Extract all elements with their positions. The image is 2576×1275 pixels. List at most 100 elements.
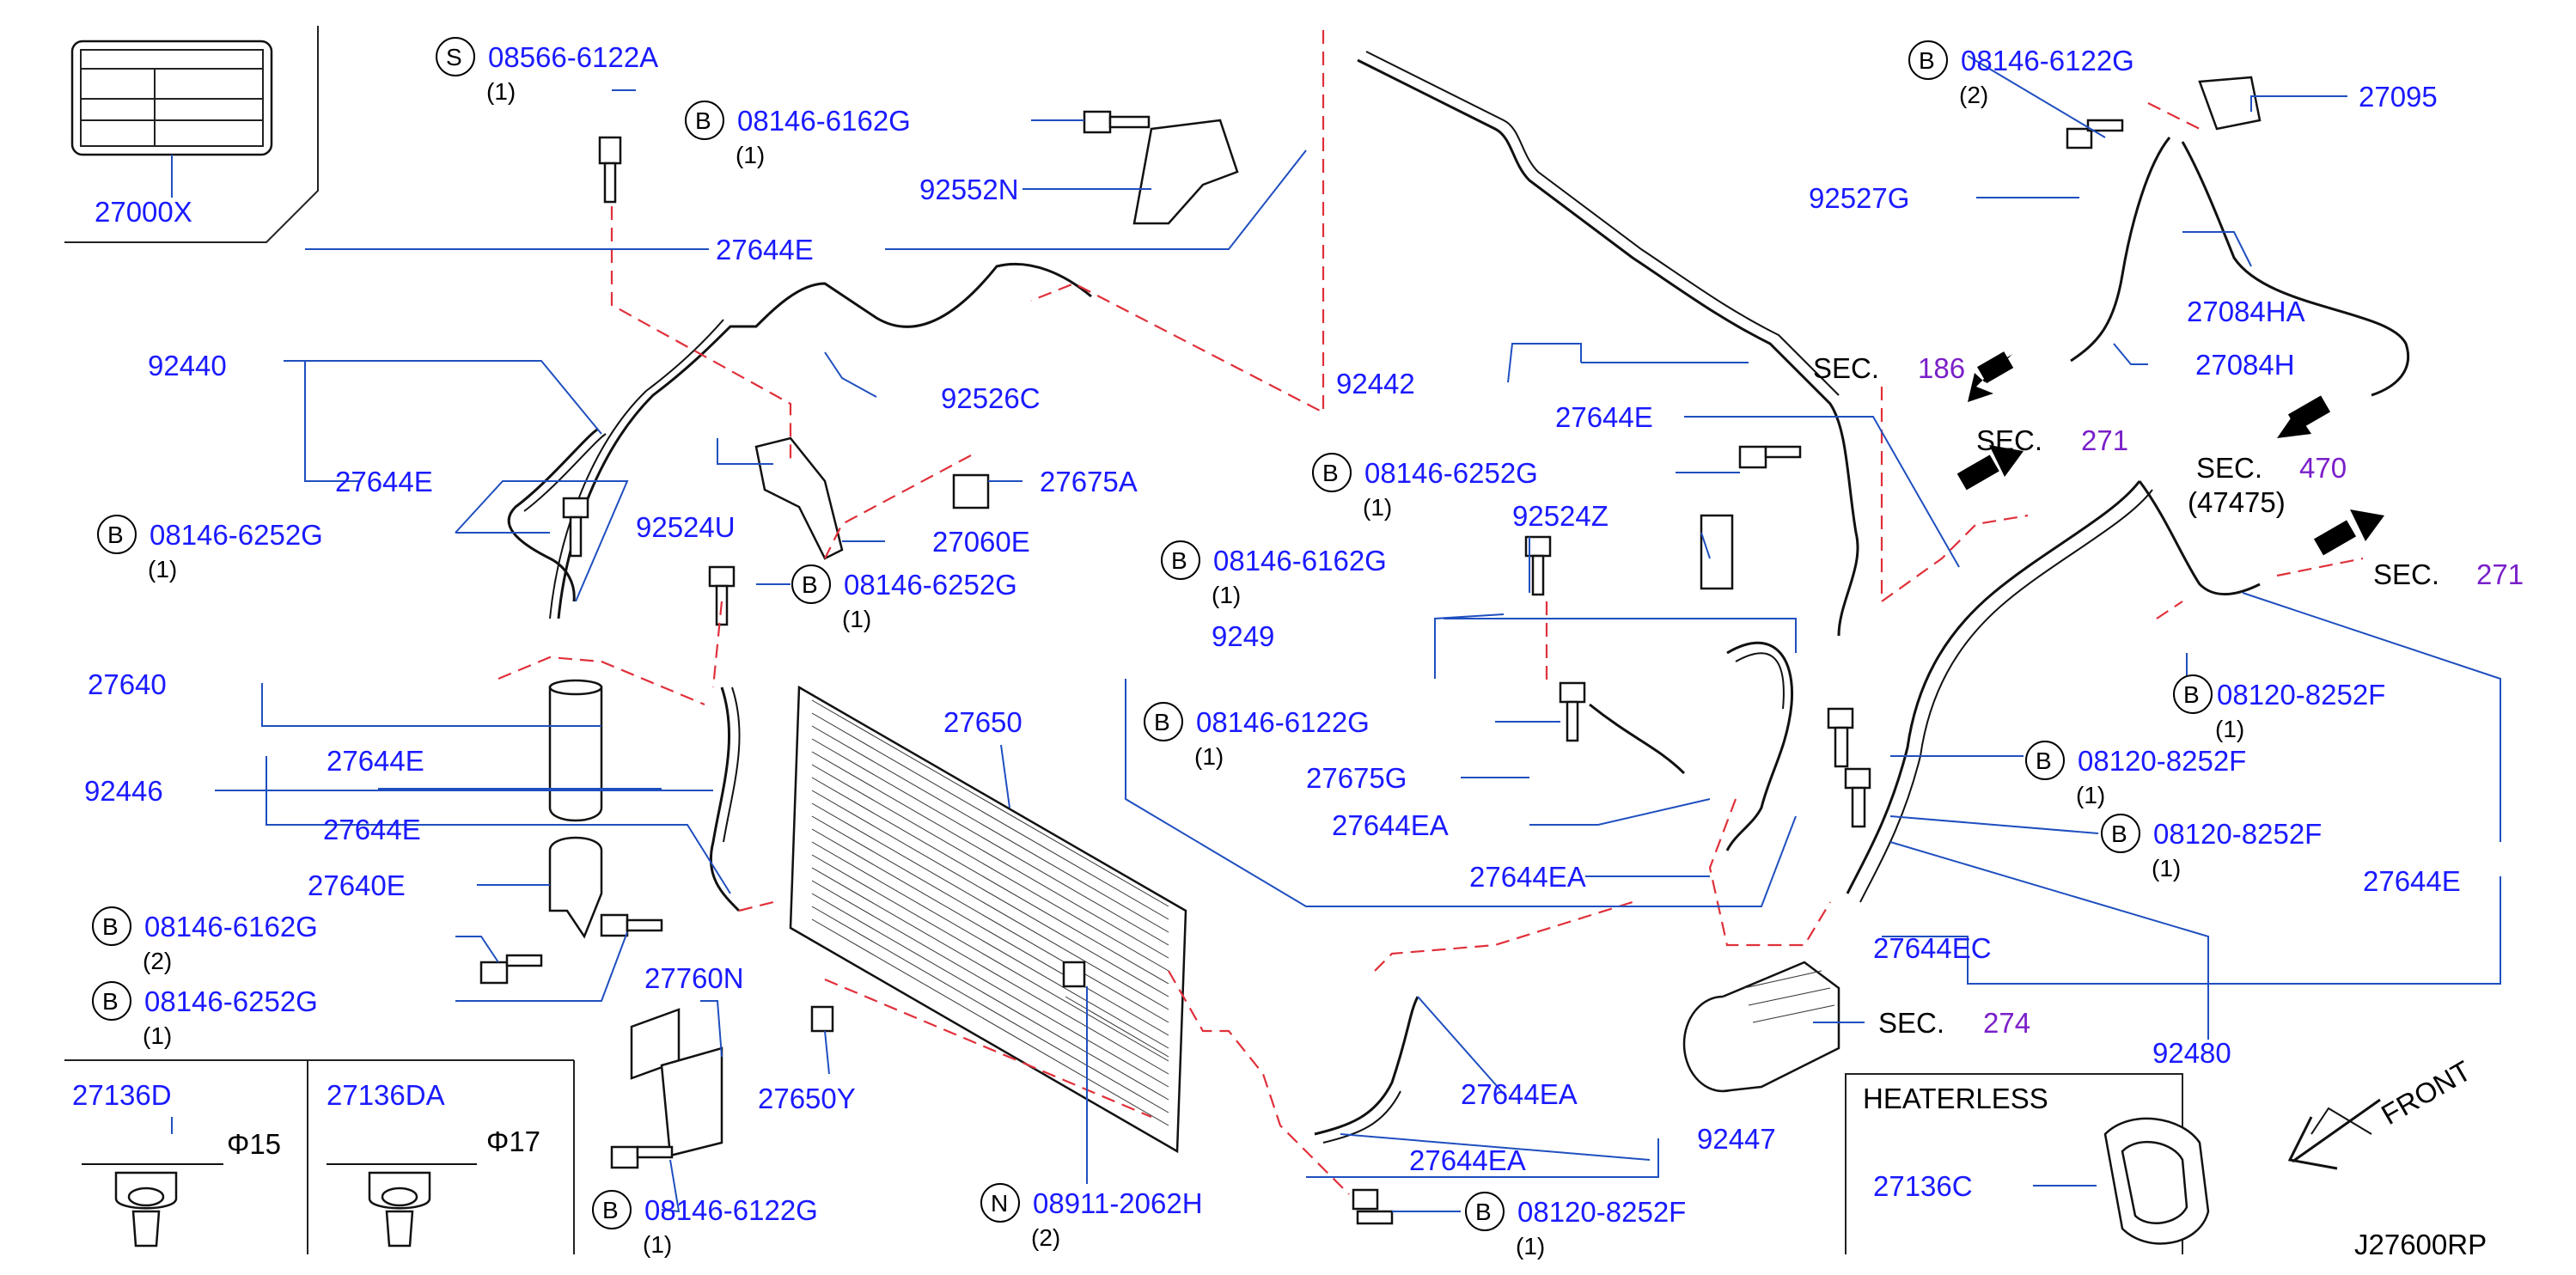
svg-text:08146-6162G: 08146-6162G — [1213, 545, 1387, 576]
callout-08120-8252f-r1[interactable]: B 08120-8252F (1) — [2173, 674, 2385, 742]
callout-27675g[interactable]: 27675G — [1306, 762, 1407, 794]
svg-text:27644E: 27644E — [323, 814, 421, 845]
callout-08146-6162g-mid[interactable]: B 08146-6162G (1) — [1161, 540, 1387, 608]
svg-text:B: B — [602, 1197, 619, 1223]
callout-27644e-left[interactable]: 27644E — [335, 466, 433, 497]
callout-08146-6122g-mid[interactable]: B 08146-6122G (1) — [1144, 702, 1370, 770]
svg-text:92524Z: 92524Z — [1512, 500, 1608, 532]
callout-08146-6252g-right[interactable]: B 08146-6252G (1) — [1312, 453, 1538, 521]
svg-text:(2): (2) — [1031, 1224, 1060, 1251]
callout-27644e-92446b[interactable]: 27644E — [323, 814, 421, 845]
svg-text:27136DA: 27136DA — [327, 1079, 445, 1111]
bolt-08120-8252f-bottom — [1352, 1188, 1394, 1225]
svg-text:08146-6252G: 08146-6252G — [844, 569, 1017, 601]
bolt-08146-6252g-mid — [708, 565, 736, 626]
callout-27000x[interactable]: 27000X — [95, 196, 192, 228]
callout-08146-6252g-mid[interactable]: B 08146-6252G (1) — [791, 564, 1017, 632]
callout-92524z[interactable]: 92524Z — [1512, 500, 1608, 532]
callout-92552n[interactable]: 92552N — [919, 174, 1019, 205]
callout-08120-8252f-bottom[interactable]: B 08120-8252F (1) — [1465, 1192, 1686, 1260]
callout-27136da[interactable]: 27136DA Φ17 — [327, 1079, 540, 1157]
svg-text:08146-6122G: 08146-6122G — [644, 1194, 818, 1226]
callout-92442[interactable]: 92442 — [1336, 368, 1415, 400]
callout-08911-2062h[interactable]: N 08911-2062H (2) — [980, 1183, 1203, 1251]
callout-27084ha[interactable]: 27084HA — [2187, 296, 2305, 327]
callout-92524u[interactable]: 92524U — [636, 511, 736, 543]
section-ref-186[interactable]: SEC. 186 — [1813, 352, 1965, 384]
svg-text:27675G: 27675G — [1306, 762, 1407, 794]
svg-text:27644EC: 27644EC — [1873, 932, 1992, 964]
callout-27760n[interactable]: 27760N — [644, 962, 744, 994]
callout-08120-8252f-r3[interactable]: B 08120-8252F (1) — [2101, 814, 2322, 882]
callout-92490[interactable]: 9249 — [1212, 620, 1274, 652]
callout-27644e-mid[interactable]: 27644E — [1555, 401, 1653, 433]
arrow-sec-271a — [1956, 445, 2024, 491]
bracket-27060e — [754, 436, 844, 560]
callout-27644e-right[interactable]: 27644E — [2363, 865, 2461, 897]
svg-text:27760N: 27760N — [644, 962, 744, 994]
callout-27644ea-4[interactable]: 27644EA — [1409, 1144, 1526, 1176]
svg-text:B: B — [2036, 747, 2052, 774]
svg-text:92480: 92480 — [2152, 1037, 2231, 1069]
section-ref-271a[interactable]: SEC. 271 — [1976, 424, 2128, 456]
callout-08146-6252g-left[interactable]: B 08146-6252G (1) — [97, 515, 323, 583]
callout-27644ec[interactable]: 27644EC — [1873, 932, 1992, 964]
svg-text:27644E: 27644E — [335, 466, 433, 497]
callout-08566-6122a[interactable]: S 08566-6122A (1) — [436, 37, 658, 105]
callout-27084h[interactable]: 27084H — [2195, 349, 2295, 381]
svg-text:(1): (1) — [1363, 494, 1392, 521]
arrow-sec-470 — [2277, 395, 2331, 438]
section-ref-470[interactable]: SEC. 470 (47475) — [2188, 452, 2347, 518]
callout-92446[interactable]: 92446 — [84, 775, 163, 807]
svg-text:B: B — [1475, 1199, 1492, 1225]
callout-27675a[interactable]: 27675A — [1040, 466, 1138, 497]
svg-text:92442: 92442 — [1336, 368, 1415, 400]
svg-text:27095: 27095 — [2359, 81, 2438, 113]
callout-27136d[interactable]: 27136D Φ15 — [72, 1079, 281, 1160]
svg-text:B: B — [1154, 709, 1170, 735]
callout-92526c[interactable]: 92526C — [941, 382, 1041, 414]
bolt-08146-6252g-right — [1738, 445, 1802, 469]
callout-27650y[interactable]: 27650Y — [758, 1083, 856, 1114]
svg-text:(1): (1) — [1516, 1233, 1545, 1260]
callout-27644ea-3[interactable]: 27644EA — [1461, 1078, 1578, 1110]
callout-92480[interactable]: 92480 — [2152, 1037, 2231, 1069]
callout-27136c[interactable]: 27136C — [1873, 1170, 1973, 1202]
callout-27644ea-2[interactable]: 27644EA — [1469, 861, 1586, 893]
callout-08146-6252g-low[interactable]: B 08146-6252G (1) — [92, 981, 318, 1049]
callout-27640e[interactable]: 27640E — [308, 869, 406, 901]
svg-text:27644E: 27644E — [716, 234, 814, 265]
callout-08146-6162g-left[interactable]: B 08146-6162G (2) — [92, 906, 318, 974]
callout-27650[interactable]: 27650 — [943, 706, 1022, 738]
callout-08146-6162g-top[interactable]: B 08146-6162G (1) — [685, 101, 911, 168]
svg-text:Φ17: Φ17 — [486, 1126, 540, 1157]
clip-27650y — [810, 1005, 834, 1033]
bolt-08146-6122g-mid — [1559, 681, 1586, 742]
callout-27644ea-1[interactable]: 27644EA — [1332, 809, 1449, 841]
bolt-08146-6122g-bottom — [610, 1145, 674, 1169]
svg-text:Φ15: Φ15 — [227, 1128, 281, 1160]
callout-92440[interactable]: 92440 — [148, 350, 227, 381]
callout-92527g[interactable]: 92527G — [1809, 182, 1909, 214]
callout-08146-6122g-topright[interactable]: B 08146-6122G (2) — [1908, 40, 2134, 108]
callout-27640[interactable]: 27640 — [88, 668, 167, 700]
section-ref-271b[interactable]: SEC. 271 — [2373, 558, 2524, 590]
callout-08146-6122g-bottom[interactable]: B 08146-6122G (1) — [592, 1190, 818, 1258]
pressure-switch-27760n — [630, 1008, 723, 1157]
svg-text:92526C: 92526C — [941, 382, 1041, 414]
label-frame — [64, 26, 319, 243]
callout-27060e[interactable]: 27060E — [932, 526, 1030, 558]
svg-text:08146-6252G: 08146-6252G — [144, 985, 318, 1017]
callout-92447[interactable]: 92447 — [1697, 1123, 1776, 1155]
svg-text:SEC.: SEC. — [1813, 352, 1879, 384]
svg-text:27644E: 27644E — [1555, 401, 1653, 433]
callout-27644e-top[interactable]: 27644E — [716, 234, 814, 265]
callout-27644e-92446a[interactable]: 27644E — [327, 745, 424, 777]
callout-08120-8252f-r2[interactable]: B 08120-8252F (1) — [2025, 741, 2246, 808]
nut-08911-2062h — [1062, 961, 1086, 988]
svg-text:271: 271 — [2476, 558, 2524, 590]
bolt-08146-6162g-mid — [1524, 535, 1552, 596]
callout-27095[interactable]: 27095 — [2359, 81, 2438, 113]
section-ref-274[interactable]: SEC. 274 — [1878, 1007, 2030, 1039]
svg-text:27644E: 27644E — [2363, 865, 2461, 897]
